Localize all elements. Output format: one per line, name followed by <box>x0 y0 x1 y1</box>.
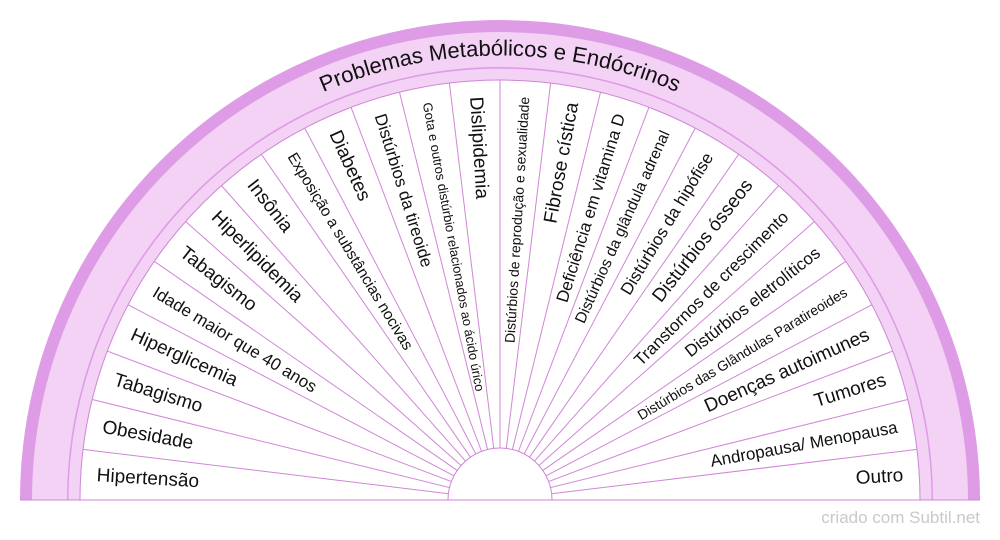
sector-divider-tick <box>806 221 815 229</box>
sector-divider-tick <box>127 304 138 310</box>
sector-divider-line <box>523 136 691 455</box>
sector-divider-tick <box>154 261 163 268</box>
sector-divider-tick <box>261 154 268 163</box>
sector-divider-line <box>542 266 838 471</box>
sector-divider-tick <box>597 92 601 103</box>
sector-label: Outro <box>855 465 904 489</box>
sector-divider-tick <box>837 261 846 268</box>
sector-divider-line <box>101 401 450 489</box>
sector-divider-tick <box>548 83 552 94</box>
sector-divider-line <box>266 162 471 458</box>
sector-divider-line <box>551 450 908 495</box>
sector-divider-line <box>227 192 466 462</box>
sector-divider-line <box>534 192 773 462</box>
sector-divider-tick <box>897 399 908 403</box>
sector-divider-tick <box>771 185 779 194</box>
sector-divider-tick <box>862 304 873 310</box>
sector-divider-tick <box>350 107 356 117</box>
sector-divider-tick <box>690 127 696 138</box>
hub-circle <box>447 447 553 501</box>
sector-divider-line <box>136 309 455 477</box>
sector-divider-tick <box>185 221 194 229</box>
sector-divider-line <box>309 136 477 455</box>
sector-divider-tick <box>732 154 739 163</box>
sector-divider-tick <box>304 127 310 138</box>
sector-divider-line <box>529 162 734 458</box>
sector-divider-line <box>162 266 458 471</box>
sector-divider-tick <box>92 399 103 403</box>
sector-label-text: Outro <box>855 465 904 489</box>
sector-dividers <box>20 80 980 501</box>
sector-divider-line <box>354 116 483 452</box>
sector-divider-tick <box>83 448 94 452</box>
sector-divider-tick <box>399 92 403 103</box>
sector-divider-tick <box>644 107 650 117</box>
sector-divider-tick <box>906 448 917 452</box>
sector-divider-line <box>511 101 599 450</box>
sector-divider-tick <box>883 350 893 356</box>
credit-text[interactable]: criado com Subtil.net <box>821 508 980 527</box>
sector-divider-line <box>538 227 808 466</box>
sector-divider-line <box>450 92 495 449</box>
sector-divider-tick <box>107 350 117 356</box>
sector-divider-line <box>92 450 449 495</box>
sector-divider-line <box>550 401 899 489</box>
sector-divider-line <box>548 354 884 483</box>
sector-divider-tick <box>221 185 229 194</box>
sector-divider-line <box>545 309 864 477</box>
sector-divider-line <box>505 92 550 449</box>
sector-divider-line <box>517 116 646 452</box>
sector-divider-line <box>116 354 452 483</box>
sector-divider-tick <box>448 83 452 94</box>
sector-divider-line <box>401 101 489 450</box>
sector-divider-line <box>192 227 462 466</box>
